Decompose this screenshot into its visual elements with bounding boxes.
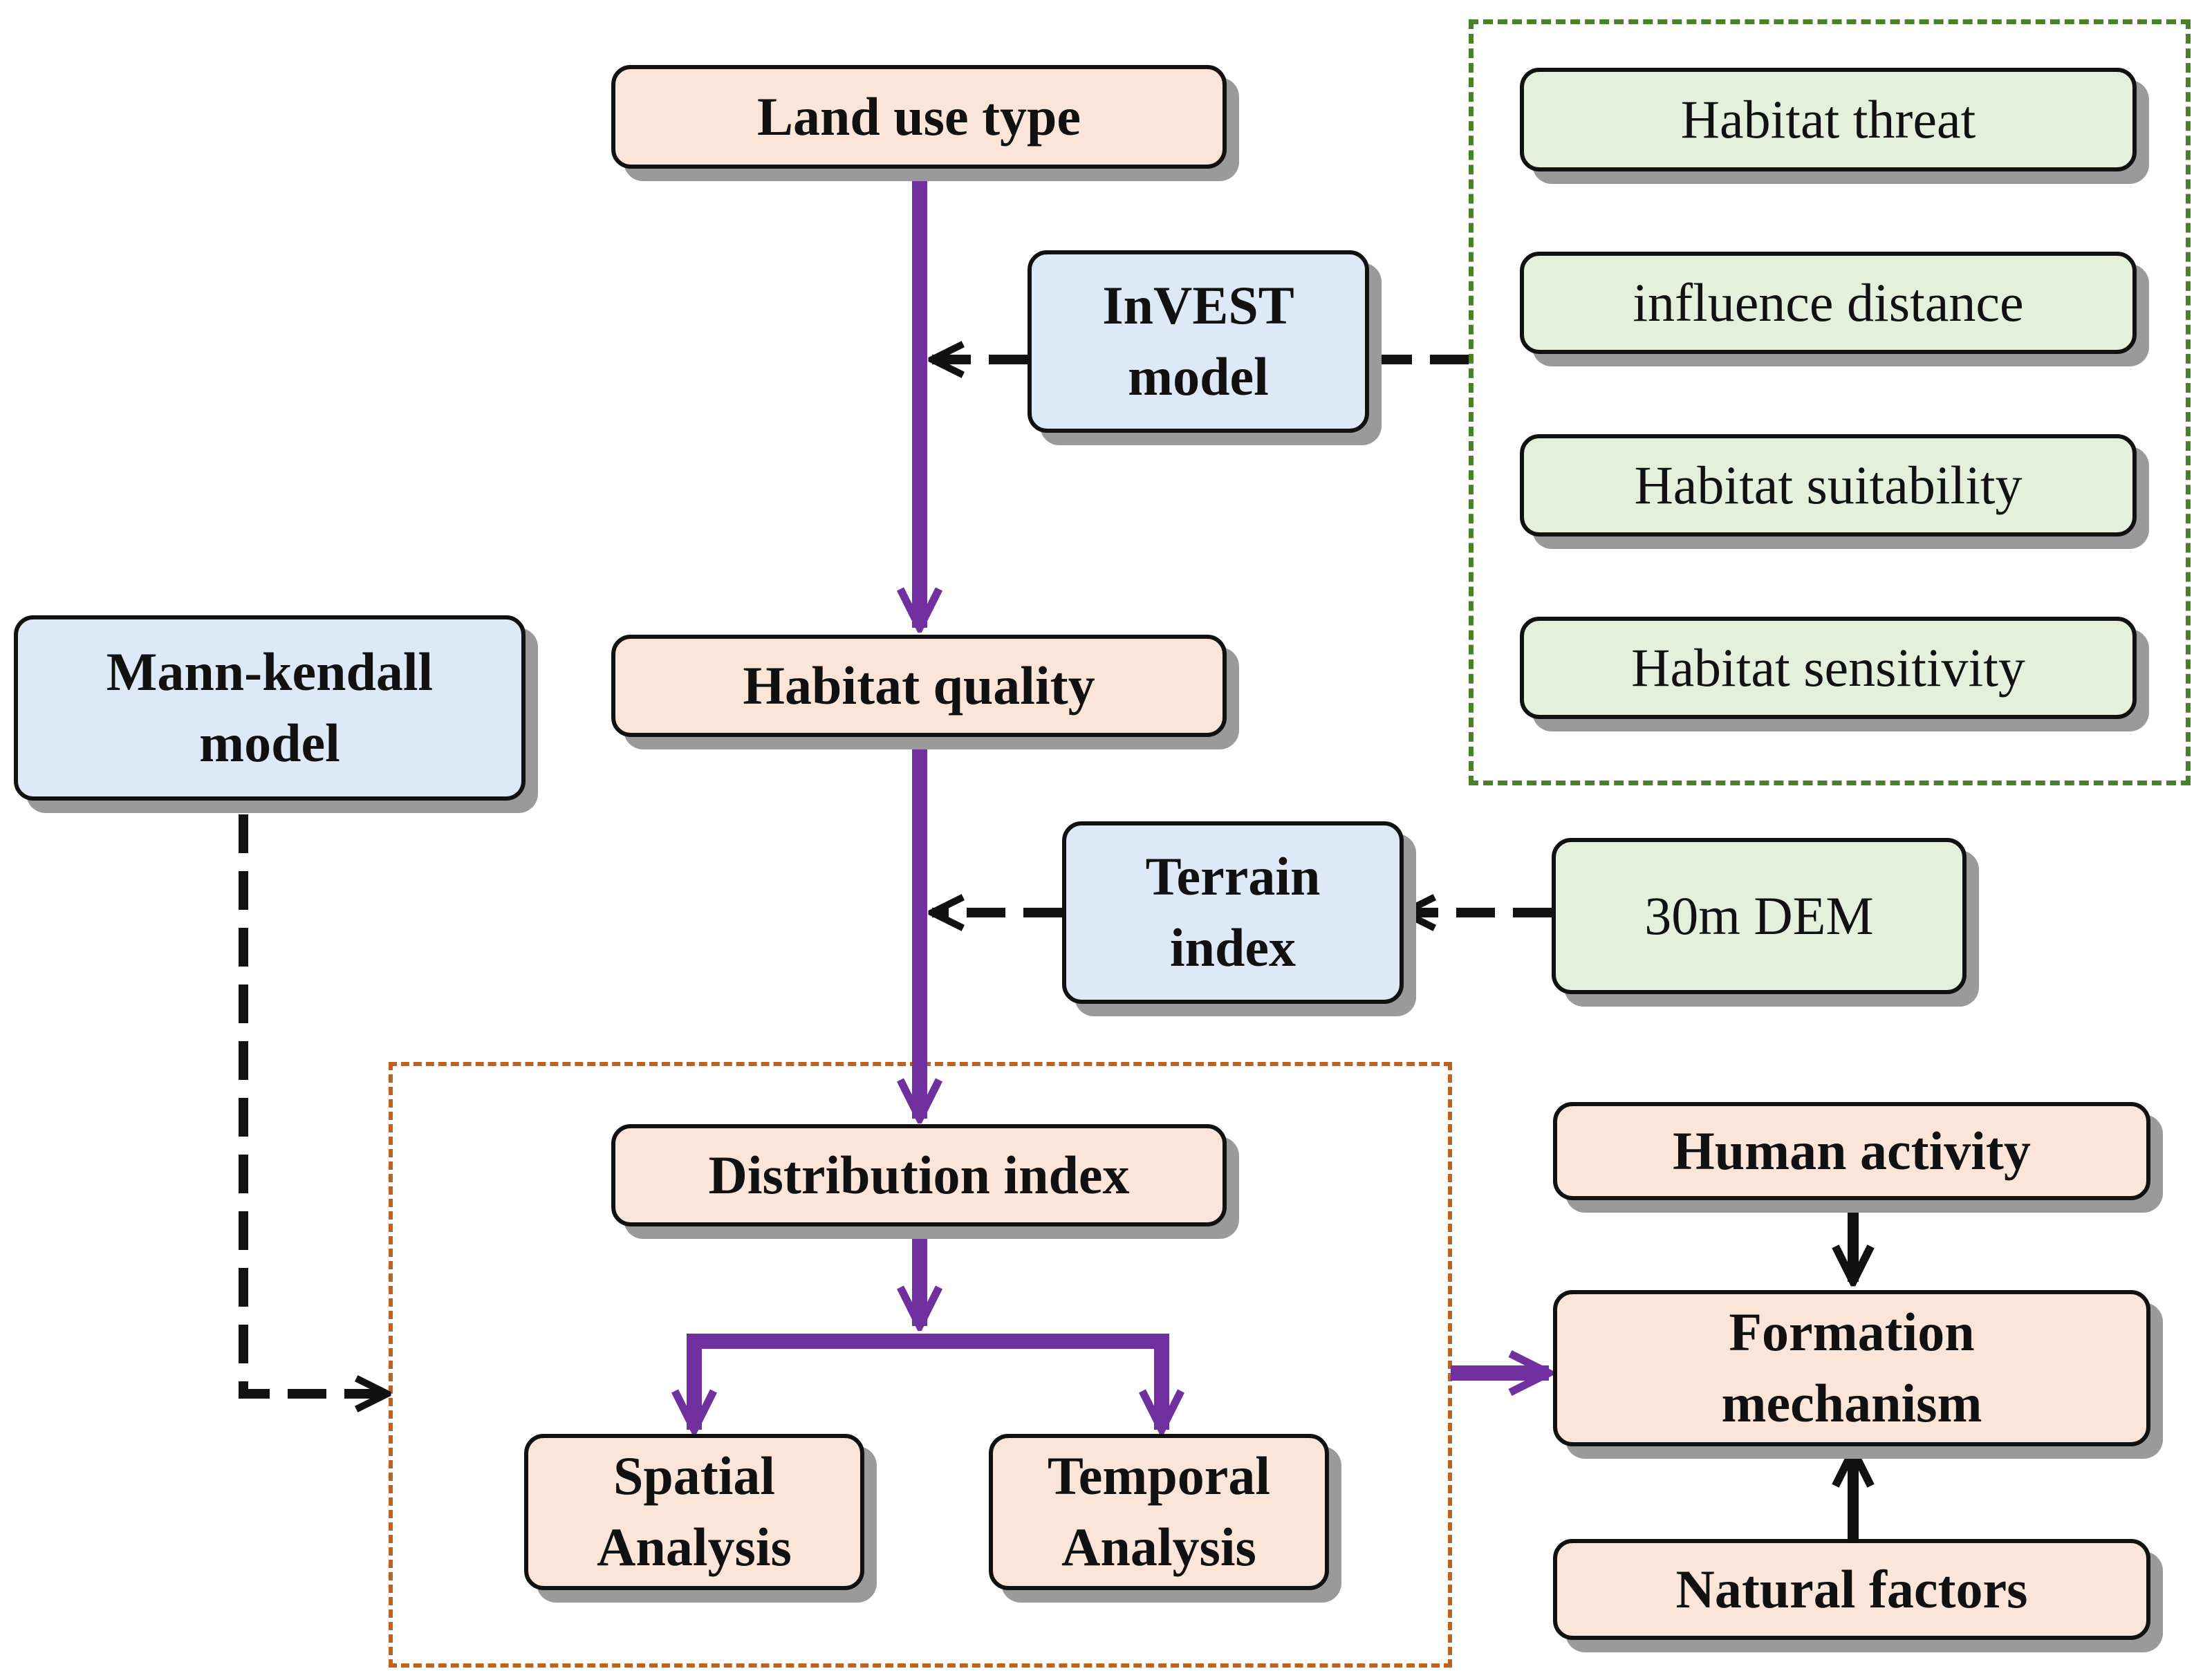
mann-kendall-line-1: Mann-kendall: [106, 642, 434, 702]
mann-kendall-line-2: model: [199, 713, 340, 773]
temporal-analysis-line-1: Temporal: [1047, 1446, 1271, 1506]
invest-model-line-2: model: [1128, 346, 1269, 407]
distribution-index-node: Distribution index: [611, 1124, 1227, 1226]
human-activity-node: Human activity: [1553, 1102, 2150, 1200]
formation-mechanism-node: Formation mechanism: [1553, 1290, 2150, 1446]
spatial-analysis-line-2: Analysis: [597, 1517, 792, 1577]
habitat-sensitivity-label: Habitat sensitivity: [1631, 637, 2025, 698]
invest-model-line-1: InVEST: [1102, 275, 1294, 336]
formation-mechanism-line-2: mechanism: [1721, 1373, 1982, 1433]
mann-kendall-model-node: Mann-kendall model: [14, 615, 526, 801]
terrain-index-node: Terrain index: [1062, 821, 1404, 1004]
habitat-suitability-node: Habitat suitability: [1520, 434, 2137, 536]
spatial-analysis-node: Spatial Analysis: [524, 1434, 864, 1590]
terrain-index-line-2: index: [1169, 917, 1296, 978]
dem-30m-label: 30m DEM: [1644, 885, 1874, 946]
arrow-branch-to-spatial: [694, 1334, 920, 1430]
dashed-mann-kendall-to-analysis: [239, 814, 387, 1394]
dem-30m-node: 30m DEM: [1552, 838, 1967, 994]
formation-mechanism-line-1: Formation: [1729, 1302, 1975, 1363]
invest-model-node: InVEST model: [1028, 250, 1369, 433]
influence-distance-node: influence distance: [1520, 252, 2137, 354]
land-use-type-node: Land use type: [611, 65, 1227, 169]
habitat-threat-label: Habitat threat: [1680, 88, 1976, 149]
habitat-quality-label: Habitat quality: [743, 655, 1095, 716]
habitat-suitability-label: Habitat suitability: [1634, 454, 2023, 515]
habitat-threat-node: Habitat threat: [1520, 68, 2137, 171]
human-activity-label: Human activity: [1673, 1120, 2031, 1181]
land-use-type-label: Land use type: [756, 86, 1081, 147]
arrow-branch-to-temporal: [920, 1334, 1162, 1430]
influence-distance-label: influence distance: [1633, 272, 2024, 333]
natural-factors-label: Natural factors: [1675, 1558, 2028, 1619]
habitat-sensitivity-node: Habitat sensitivity: [1520, 617, 2137, 719]
spatial-analysis-line-1: Spatial: [613, 1446, 776, 1506]
natural-factors-node: Natural factors: [1553, 1539, 2150, 1640]
terrain-index-line-1: Terrain: [1145, 846, 1321, 907]
temporal-analysis-node: Temporal Analysis: [989, 1434, 1329, 1590]
invest-parameters-group: [1469, 19, 2191, 785]
habitat-quality-node: Habitat quality: [611, 635, 1227, 737]
distribution-index-label: Distribution index: [708, 1144, 1130, 1205]
temporal-analysis-line-2: Analysis: [1061, 1517, 1256, 1577]
